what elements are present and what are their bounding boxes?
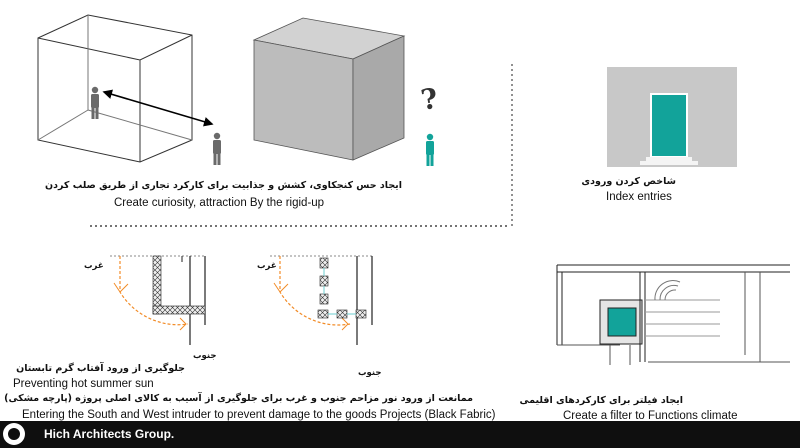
entry-step	[646, 157, 692, 161]
hatched-wall-horizontal	[152, 305, 206, 315]
person-teal-icon	[426, 133, 434, 166]
south-label-left: جنوب	[193, 351, 217, 361]
entry-door	[650, 93, 688, 158]
curiosity-caption-fa: ایجاد حس کنجکاوی، کشش و جذابیت برای کارک…	[45, 180, 402, 191]
question-mark-icon: ?	[418, 82, 440, 117]
footer-bar: Hich Architects Group.	[0, 421, 800, 448]
west-label-right: غرب	[257, 261, 277, 271]
firm-logo-icon	[3, 423, 25, 445]
south-label-right: جنوب	[358, 368, 382, 378]
plan-left	[110, 255, 206, 345]
person-outside-icon	[213, 132, 221, 165]
person-inside-icon	[91, 86, 99, 119]
wireframe-cube	[37, 14, 193, 163]
intruder-caption-en: Entering the South and West intruder to …	[22, 409, 496, 421]
entry-caption-en: Index entries	[606, 191, 672, 203]
climate-caption-en: Create a filter to Functions climate	[563, 410, 738, 422]
summer-sun-caption-en: Preventing hot summer sun	[13, 378, 154, 390]
firm-name: Hich Architects Group.	[44, 427, 175, 441]
hatched-blocks	[317, 257, 367, 319]
intruder-caption-fa: ممانعت از ورود نور مزاحم جنوب و غرب برای…	[4, 393, 473, 404]
climate-plan	[556, 264, 790, 365]
west-label-left: غرب	[84, 261, 104, 271]
climate-caption-fa: ایجاد فیلتر برای کارکردهای اقلیمی	[519, 395, 684, 406]
sightline-arrow	[102, 89, 214, 127]
entry-caption-fa: شاخص کردن ورودی	[581, 176, 676, 187]
solid-cube	[252, 17, 406, 161]
summer-sun-caption-fa: جلوگیری از ورود آفتاب گرم تابستان	[16, 363, 185, 374]
hatched-wall-vertical	[152, 255, 162, 315]
climate-filter-box	[607, 307, 637, 337]
plan-right	[270, 255, 373, 345]
curiosity-caption-en: Create curiosity, attraction By the rigi…	[114, 197, 325, 209]
